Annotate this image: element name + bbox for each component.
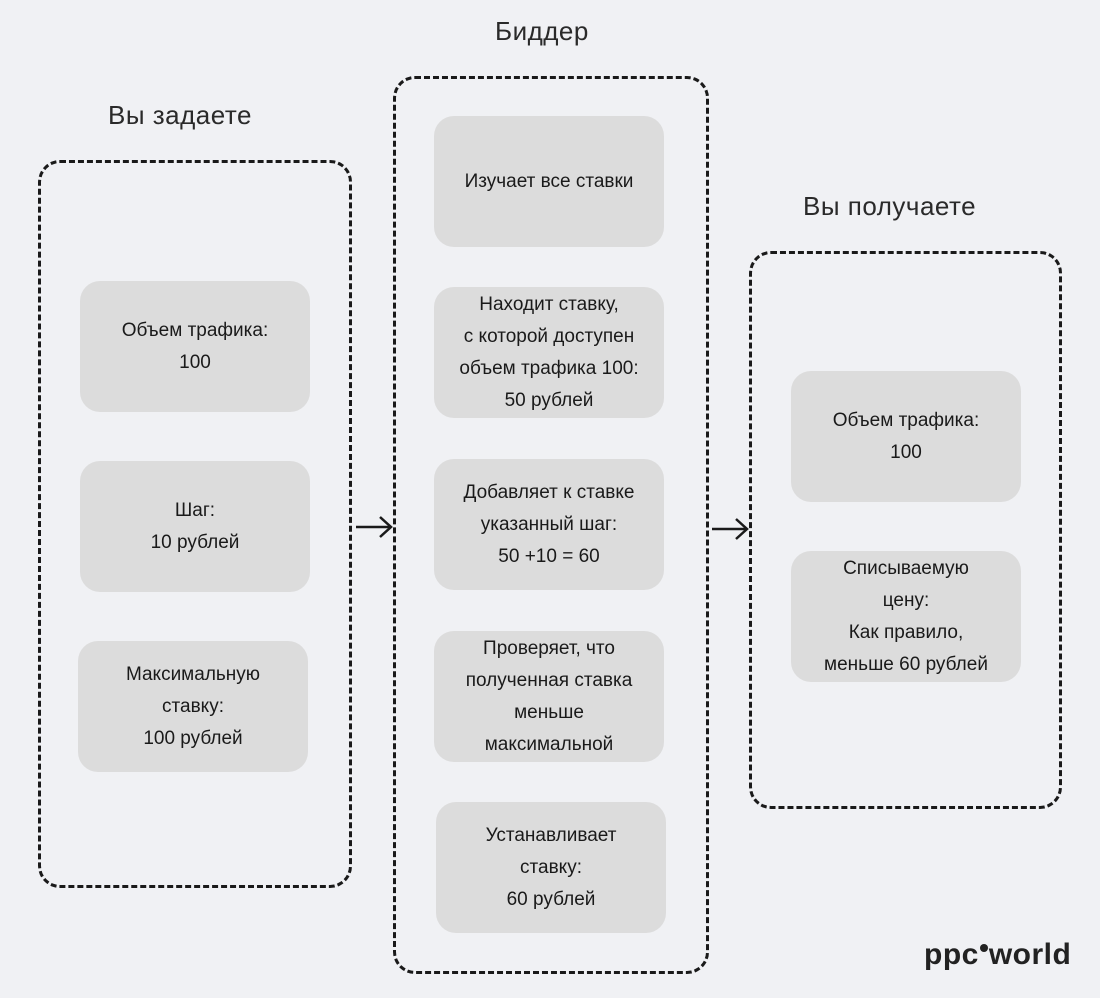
bidder-box-find-line-2: с которой доступен bbox=[463, 325, 635, 347]
bidder-box-add-step-line-1: Добавляет к ставке bbox=[463, 481, 635, 503]
input-box-traffic-line-2: 100 bbox=[179, 351, 211, 373]
input-box-max-bid-line-1: Максимальную bbox=[125, 663, 261, 685]
output-box-traffic-line-1: Объем трафика: bbox=[832, 409, 980, 431]
bidder-box-study-line-1: Изучает все ставки bbox=[464, 170, 634, 192]
heading-input: Вы задаете bbox=[108, 100, 252, 130]
output-box-charged-price: Списываемую цену: Как правило, меньше 60… bbox=[791, 551, 1021, 682]
bidder-box-check-line-4: максимальной bbox=[484, 733, 614, 755]
bidder-frame bbox=[393, 76, 709, 974]
output-box-charged-price-line-1: Списываемую bbox=[843, 557, 969, 579]
arrow-right-icon bbox=[356, 516, 393, 538]
bidder-box-set-line-1: Устанавливает bbox=[485, 824, 617, 846]
logo-right-text: world bbox=[988, 938, 1072, 971]
bidder-box-check: Проверяет, что полученная ставка меньше … bbox=[434, 631, 664, 762]
bidder-box-check-line-1: Проверяет, что bbox=[483, 637, 615, 659]
bidder-box-study: Изучает все ставки bbox=[434, 116, 664, 247]
bidder-box-find-line-1: Находит ставку, bbox=[479, 293, 619, 315]
arrow-right-icon bbox=[712, 518, 749, 540]
input-frame bbox=[38, 160, 352, 888]
bidder-box-check-line-3: меньше bbox=[514, 701, 584, 723]
input-box-max-bid: Максимальную ставку: 100 рублей bbox=[78, 641, 308, 772]
logo-left-text: ppc bbox=[924, 938, 979, 971]
bidder-box-check-line-2: полученная ставка bbox=[465, 669, 633, 691]
logo-dot-icon bbox=[979, 944, 988, 952]
ppc-world-logo: ppc world bbox=[924, 938, 1071, 972]
bidder-box-find-line-3: объем трафика 100: bbox=[459, 357, 639, 379]
output-frame bbox=[749, 251, 1062, 809]
bidder-box-find: Находит ставку, с которой доступен объем… bbox=[434, 287, 664, 418]
input-box-step-line-1: Шаг: bbox=[174, 499, 216, 521]
bidder-box-find-line-4: 50 рублей bbox=[504, 389, 594, 411]
bidder-box-set-line-3: 60 рублей bbox=[506, 888, 596, 910]
input-box-traffic-line-1: Объем трафика: bbox=[121, 319, 269, 341]
heading-output: Вы получаете bbox=[803, 191, 977, 221]
input-box-max-bid-line-2: ставку: bbox=[162, 695, 224, 717]
output-box-traffic-line-2: 100 bbox=[890, 441, 922, 463]
output-box-traffic: Объем трафика: 100 bbox=[791, 371, 1021, 502]
bidder-box-add-step: Добавляет к ставке указанный шаг: 50 +10… bbox=[434, 459, 664, 590]
output-box-charged-price-line-3: Как правило, bbox=[848, 621, 964, 643]
heading-bidder: Биддер bbox=[495, 16, 589, 46]
output-box-charged-price-line-2: цену: bbox=[882, 589, 930, 611]
input-box-step: Шаг: 10 рублей bbox=[80, 461, 310, 592]
input-box-max-bid-line-3: 100 рублей bbox=[143, 727, 243, 749]
input-box-traffic: Объем трафика: 100 bbox=[80, 281, 310, 412]
input-box-step-line-2: 10 рублей bbox=[150, 531, 240, 553]
bidder-box-set-line-2: ставку: bbox=[520, 856, 582, 878]
bidder-box-add-step-line-3: 50 +10 = 60 bbox=[498, 545, 600, 567]
output-box-charged-price-line-4: меньше 60 рублей bbox=[824, 653, 988, 675]
bidder-box-set: Устанавливает ставку: 60 рублей bbox=[436, 802, 666, 933]
bidder-box-add-step-line-2: указанный шаг: bbox=[480, 513, 618, 535]
